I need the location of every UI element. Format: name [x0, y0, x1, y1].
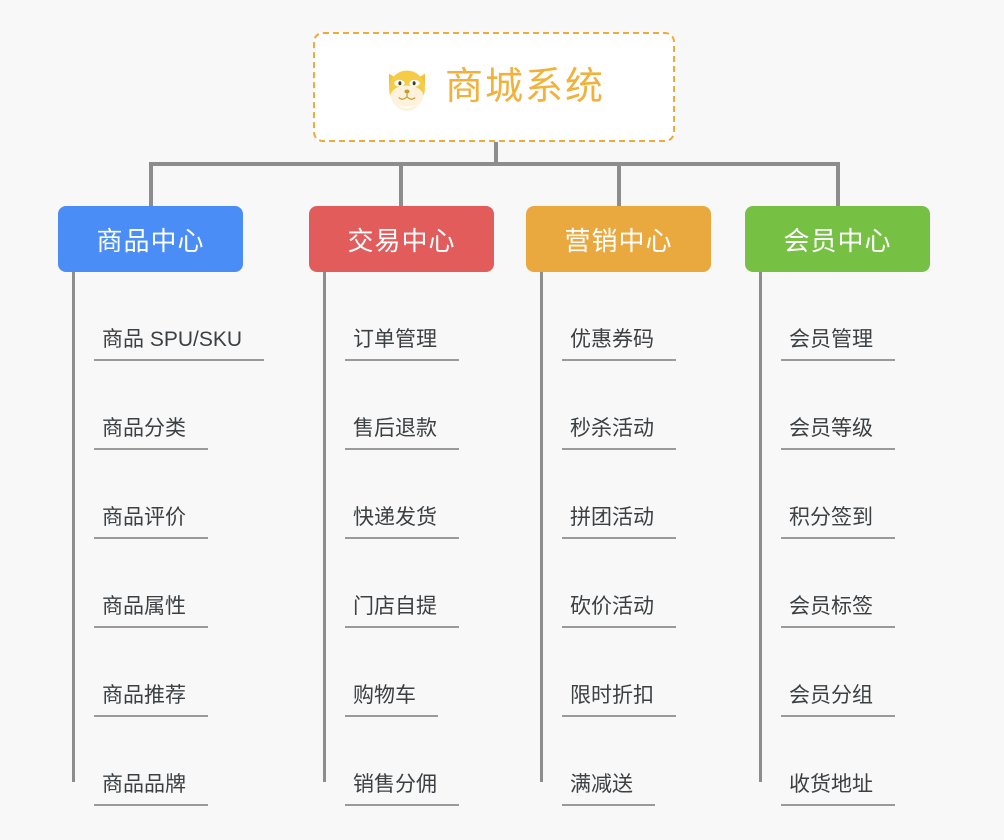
leaf-item[interactable]: 积分签到 [759, 450, 930, 539]
leaf-item[interactable]: 会员分组 [759, 628, 930, 717]
root-node[interactable]: 商城系统 [313, 32, 675, 142]
leaf-item-label: 会员分组 [781, 685, 895, 717]
leaf-item[interactable]: 销售分佣 [323, 717, 494, 806]
dog-face-icon [388, 70, 425, 111]
leaf-spine [540, 272, 543, 782]
leaf-spine [323, 272, 326, 782]
branch-1: 商品中心商品 SPU/SKU 商品分类商品评价商品属性商品推荐商品品牌 [58, 206, 265, 806]
leaf-item-label: 订单管理 [345, 329, 459, 361]
branch-header-2[interactable]: 交易中心 [309, 206, 494, 272]
leaf-item[interactable]: 商品属性 [72, 539, 243, 628]
leaf-item[interactable]: 拼团活动 [540, 450, 711, 539]
leaf-item-label: 商品评价 [94, 507, 208, 539]
leaf-item-label: 砍价活动 [562, 596, 676, 628]
leaf-item-label: 满减送 [562, 774, 655, 806]
branch-drop-connector [149, 162, 153, 208]
leaf-item-label: 会员管理 [781, 329, 895, 361]
leaf-spine [759, 272, 762, 782]
leaf-item-label: 商品分类 [94, 418, 208, 450]
leaf-item[interactable]: 商品评价 [72, 450, 243, 539]
root-title: 商城系统 [444, 66, 605, 108]
leaf-item[interactable]: 商品分类 [72, 361, 243, 450]
branch-header-label: 商品中心 [96, 225, 205, 256]
leaf-item[interactable]: 会员标签 [759, 539, 930, 628]
leaf-item[interactable]: 门店自提 [323, 539, 494, 628]
root-trunk-connector [494, 142, 498, 166]
branch-header-label: 会员中心 [783, 225, 892, 256]
branch-header-3[interactable]: 营销中心 [526, 206, 711, 272]
leaf-column-3: 优惠券码秒杀活动拼团活动砍价活动限时折扣满减送 [540, 272, 711, 806]
leaf-item-label: 快递发货 [345, 507, 459, 539]
leaf-item-label: 售后退款 [345, 418, 459, 450]
branch-header-label: 营销中心 [564, 225, 673, 256]
leaf-column-4: 会员管理会员等级积分签到会员标签会员分组收货地址 [759, 272, 930, 806]
leaf-item[interactable]: 购物车 [323, 628, 494, 717]
leaf-item-label: 拼团活动 [562, 507, 676, 539]
leaf-item-label: 商品推荐 [94, 685, 208, 717]
leaf-item-label: 商品品牌 [94, 774, 208, 806]
leaf-item-label: 收货地址 [781, 774, 895, 806]
leaf-item[interactable]: 商品推荐 [72, 628, 243, 717]
branch-drop-connector [617, 162, 621, 208]
leaf-item[interactable]: 会员等级 [759, 361, 930, 450]
leaf-item-label: 商品属性 [94, 596, 208, 628]
branch-drop-connector [836, 162, 840, 208]
leaf-item[interactable]: 会员管理 [759, 272, 930, 361]
leaf-item-label: 商品 SPU/SKU [94, 329, 265, 361]
branch-2: 交易中心订单管理售后退款快递发货门店自提购物车销售分佣 [309, 206, 494, 806]
leaf-item-label: 会员标签 [781, 596, 895, 628]
leaf-item[interactable]: 收货地址 [759, 717, 930, 806]
branch-header-label: 交易中心 [347, 225, 456, 256]
leaf-item-label: 秒杀活动 [562, 418, 676, 450]
leaf-item-label: 限时折扣 [562, 685, 676, 717]
leaf-item-label: 会员等级 [781, 418, 895, 450]
leaf-item-label: 门店自提 [345, 596, 459, 628]
leaf-item[interactable]: 优惠券码 [540, 272, 711, 361]
leaf-column-1: 商品 SPU/SKU 商品分类商品评价商品属性商品推荐商品品牌 [72, 272, 265, 806]
branch-drop-connector [399, 162, 403, 208]
leaf-item-label: 购物车 [345, 685, 438, 717]
branch-4: 会员中心会员管理会员等级积分签到会员标签会员分组收货地址 [745, 206, 930, 806]
branch-header-4[interactable]: 会员中心 [745, 206, 930, 272]
leaf-item[interactable]: 商品品牌 [72, 717, 243, 806]
leaf-item[interactable]: 售后退款 [323, 361, 494, 450]
leaf-column-2: 订单管理售后退款快递发货门店自提购物车销售分佣 [323, 272, 494, 806]
branch-3: 营销中心优惠券码秒杀活动拼团活动砍价活动限时折扣满减送 [526, 206, 711, 806]
branch-header-1[interactable]: 商品中心 [58, 206, 243, 272]
horizontal-connector-bar [150, 162, 840, 166]
leaf-item-label: 销售分佣 [345, 774, 459, 806]
leaf-item[interactable]: 满减送 [540, 717, 711, 806]
leaf-item[interactable]: 订单管理 [323, 272, 494, 361]
leaf-item[interactable]: 秒杀活动 [540, 361, 711, 450]
leaf-item[interactable]: 快递发货 [323, 450, 494, 539]
leaf-item[interactable]: 商品 SPU/SKU [72, 272, 265, 361]
leaf-item[interactable]: 砍价活动 [540, 539, 711, 628]
leaf-item-label: 积分签到 [781, 507, 895, 539]
leaf-item-label: 优惠券码 [562, 329, 676, 361]
leaf-spine [72, 272, 75, 782]
leaf-item[interactable]: 限时折扣 [540, 628, 711, 717]
